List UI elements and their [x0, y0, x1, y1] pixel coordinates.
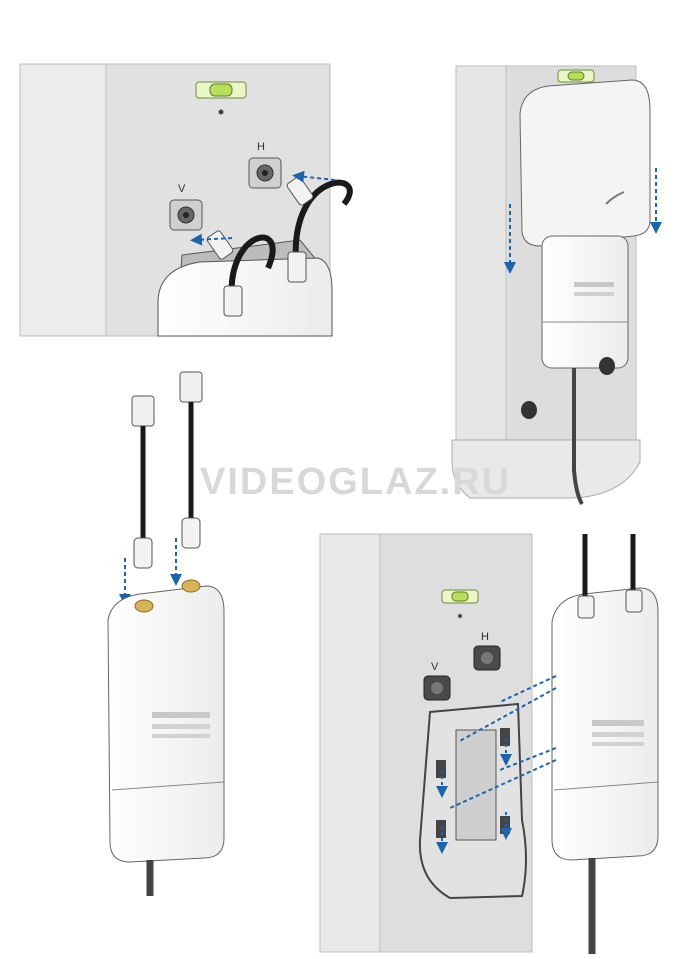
pole-left-face — [455, 65, 507, 443]
level-bubble-icon — [557, 69, 595, 83]
pole-left-face — [19, 63, 107, 337]
antenna-port-gold — [134, 579, 201, 613]
ethernet-cable — [572, 368, 584, 506]
panel-top-left: H V — [19, 63, 353, 337]
sma-connector — [577, 589, 643, 619]
panel-bottom-right: H V — [319, 533, 659, 954]
guide-arrow — [457, 687, 557, 743]
level-bubble-icon — [441, 589, 479, 618]
led-indicators — [592, 720, 644, 746]
jumper-cable-v — [228, 234, 276, 301]
guide-arrow — [292, 170, 336, 183]
led-indicators — [152, 712, 210, 738]
guide-arrow — [190, 233, 233, 246]
panel-top-right — [451, 65, 662, 506]
sma-connector — [133, 517, 201, 569]
watermark-text: VIDEOGLAZ.RU — [200, 461, 511, 503]
pole-base — [451, 439, 641, 499]
port-label-h: H — [257, 141, 265, 153]
port-label-v: V — [178, 183, 186, 195]
cable-connector — [206, 176, 314, 317]
led-indicators — [574, 282, 614, 296]
panel-bottom-left — [107, 371, 225, 896]
bracket-slot — [455, 729, 497, 841]
port-label-h: H — [481, 631, 489, 643]
level-bubble-icon — [195, 81, 247, 115]
pole-left-face — [319, 533, 381, 953]
device-seam — [111, 781, 225, 791]
jumper-cable-h — [292, 179, 353, 263]
radio-device — [541, 235, 629, 369]
ubiquiti-logo-icon — [605, 191, 625, 205]
mounting-bolt — [521, 357, 615, 419]
guide-arrow — [449, 759, 557, 809]
port-v-connector — [169, 199, 203, 231]
port-h-connector — [473, 645, 501, 671]
guide-arrow — [499, 747, 557, 771]
guide-arrow — [499, 675, 557, 703]
port-label-v: V — [431, 661, 439, 673]
device-seam — [553, 781, 659, 791]
port-v-connector — [423, 675, 451, 701]
port-h-connector — [248, 157, 282, 189]
weather-cover — [519, 79, 651, 247]
